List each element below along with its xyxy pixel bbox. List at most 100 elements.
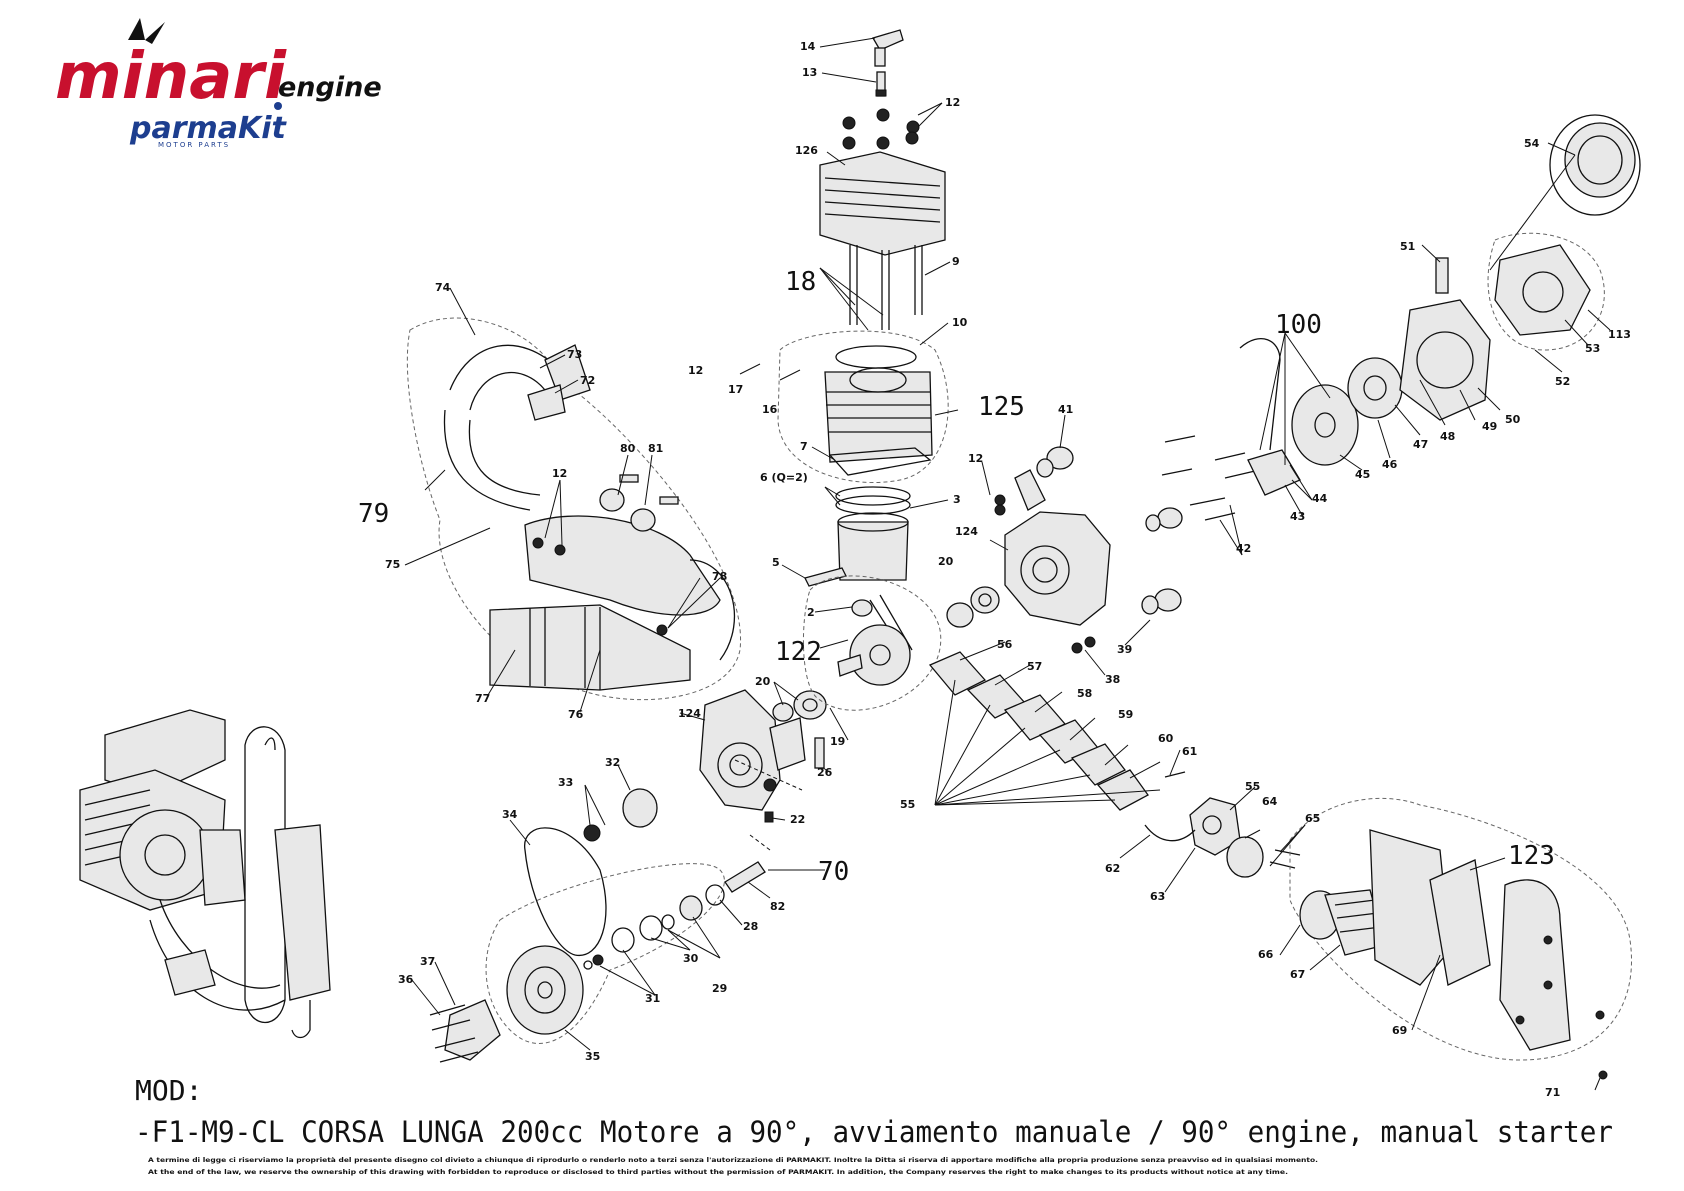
label-58: 58 bbox=[1077, 687, 1092, 700]
label-3: 3 bbox=[953, 493, 961, 506]
label-72: 72 bbox=[580, 374, 595, 387]
label-33: 33 bbox=[558, 776, 573, 789]
label-77: 77 bbox=[475, 692, 490, 705]
label-43: 43 bbox=[1290, 510, 1305, 523]
part-labels: 14 13 12 126 9 18 10 12 17 16 125 7 6 (Q… bbox=[358, 40, 1631, 1099]
label-18: 18 bbox=[785, 267, 816, 297]
label-125: 125 bbox=[978, 392, 1025, 422]
label-78: 78 bbox=[712, 570, 727, 583]
label-48: 48 bbox=[1440, 430, 1455, 443]
label-57: 57 bbox=[1027, 660, 1042, 673]
label-50: 50 bbox=[1505, 413, 1521, 426]
label-54: 54 bbox=[1524, 137, 1540, 150]
label-53: 53 bbox=[1585, 342, 1600, 355]
cylinder-head-group bbox=[772, 29, 1000, 722]
label-126: 126 bbox=[795, 144, 818, 157]
mod-label: MOD: bbox=[135, 1074, 202, 1107]
label-65: 65 bbox=[1305, 812, 1320, 825]
label-100: 100 bbox=[1275, 310, 1322, 340]
label-14: 14 bbox=[800, 40, 816, 53]
label-69: 69 bbox=[1392, 1024, 1407, 1037]
label-12d: 12 bbox=[968, 452, 983, 465]
assembled-engine-view bbox=[79, 709, 331, 1039]
label-56: 56 bbox=[997, 638, 1013, 651]
label-61: 61 bbox=[1182, 745, 1197, 758]
label-26: 26 bbox=[817, 766, 833, 779]
label-82: 82 bbox=[770, 900, 785, 913]
label-71: 71 bbox=[1545, 1086, 1560, 1099]
label-46: 46 bbox=[1382, 458, 1398, 471]
filter-cover-group bbox=[1289, 797, 1632, 1080]
brand-logo: minari engine parmaKit MOTOR PARTS bbox=[55, 18, 382, 149]
label-36: 36 bbox=[398, 973, 414, 986]
label-9: 9 bbox=[952, 255, 960, 268]
label-28: 28 bbox=[743, 920, 758, 933]
legal-notice-en: At the end of the law, we reserve the ow… bbox=[148, 1169, 1288, 1176]
logo-motor-parts: MOTOR PARTS bbox=[158, 141, 230, 149]
label-31: 31 bbox=[645, 992, 660, 1005]
label-45: 45 bbox=[1355, 468, 1370, 481]
label-37: 37 bbox=[420, 955, 435, 968]
label-38: 38 bbox=[1105, 673, 1120, 686]
label-75: 75 bbox=[385, 558, 400, 571]
label-22: 22 bbox=[790, 813, 805, 826]
label-124b: 124 bbox=[955, 525, 978, 538]
label-7: 7 bbox=[800, 440, 808, 453]
logo-parmakit: parmaKit bbox=[129, 111, 288, 146]
label-73: 73 bbox=[567, 348, 582, 361]
label-13: 13 bbox=[802, 66, 817, 79]
label-62: 62 bbox=[1105, 862, 1120, 875]
propeller-icon bbox=[128, 18, 145, 40]
label-10: 10 bbox=[952, 316, 968, 329]
label-70: 70 bbox=[818, 857, 849, 887]
label-52: 52 bbox=[1555, 375, 1570, 388]
label-55a: 55 bbox=[900, 798, 915, 811]
model-title: -F1-M9-CL CORSA LUNGA 200cc Motore a 90°… bbox=[135, 1115, 1613, 1149]
logo-minari: minari bbox=[55, 40, 287, 114]
label-51: 51 bbox=[1400, 240, 1415, 253]
label-122: 122 bbox=[775, 637, 822, 667]
title-block: MOD: -F1-M9-CL CORSA LUNGA 200cc Motore … bbox=[135, 1074, 1613, 1176]
label-12a: 12 bbox=[945, 96, 960, 109]
label-30: 30 bbox=[683, 952, 699, 965]
label-79: 79 bbox=[358, 499, 389, 529]
label-81: 81 bbox=[648, 442, 663, 455]
exhaust-group bbox=[406, 317, 741, 701]
label-32: 32 bbox=[605, 756, 620, 769]
label-74: 74 bbox=[435, 281, 451, 294]
label-60: 60 bbox=[1158, 732, 1174, 745]
label-124a: 124 bbox=[678, 707, 701, 720]
crankcase-left bbox=[699, 689, 825, 851]
label-55b: 55 bbox=[1245, 780, 1260, 793]
label-49: 49 bbox=[1482, 420, 1497, 433]
label-66: 66 bbox=[1258, 948, 1274, 961]
label-123: 123 bbox=[1508, 841, 1555, 871]
leader-lines bbox=[404, 37, 1611, 1091]
label-39: 39 bbox=[1117, 643, 1132, 656]
label-113: 113 bbox=[1608, 328, 1631, 341]
parmakit-emblem-icon bbox=[274, 102, 282, 110]
label-67: 67 bbox=[1290, 968, 1305, 981]
starter-group bbox=[1239, 114, 1641, 496]
legal-notice-it: A termine di legge ci riserviamo la prop… bbox=[148, 1156, 1318, 1164]
label-41: 41 bbox=[1058, 403, 1073, 416]
label-76: 76 bbox=[568, 708, 584, 721]
label-64: 64 bbox=[1262, 795, 1278, 808]
label-47: 47 bbox=[1413, 438, 1428, 451]
label-12b: 12 bbox=[688, 364, 703, 377]
label-34: 34 bbox=[502, 808, 518, 821]
label-17: 17 bbox=[728, 383, 743, 396]
label-19: 19 bbox=[830, 735, 845, 748]
label-29: 29 bbox=[712, 982, 727, 995]
crankcase-right bbox=[994, 435, 1256, 654]
label-16: 16 bbox=[762, 403, 778, 416]
drive-group bbox=[429, 788, 766, 1063]
label-44: 44 bbox=[1312, 492, 1328, 505]
label-42: 42 bbox=[1236, 542, 1251, 555]
label-80: 80 bbox=[620, 442, 636, 455]
label-63: 63 bbox=[1150, 890, 1165, 903]
label-20b: 20 bbox=[938, 555, 954, 568]
label-5: 5 bbox=[772, 556, 780, 569]
label-20a: 20 bbox=[755, 675, 771, 688]
